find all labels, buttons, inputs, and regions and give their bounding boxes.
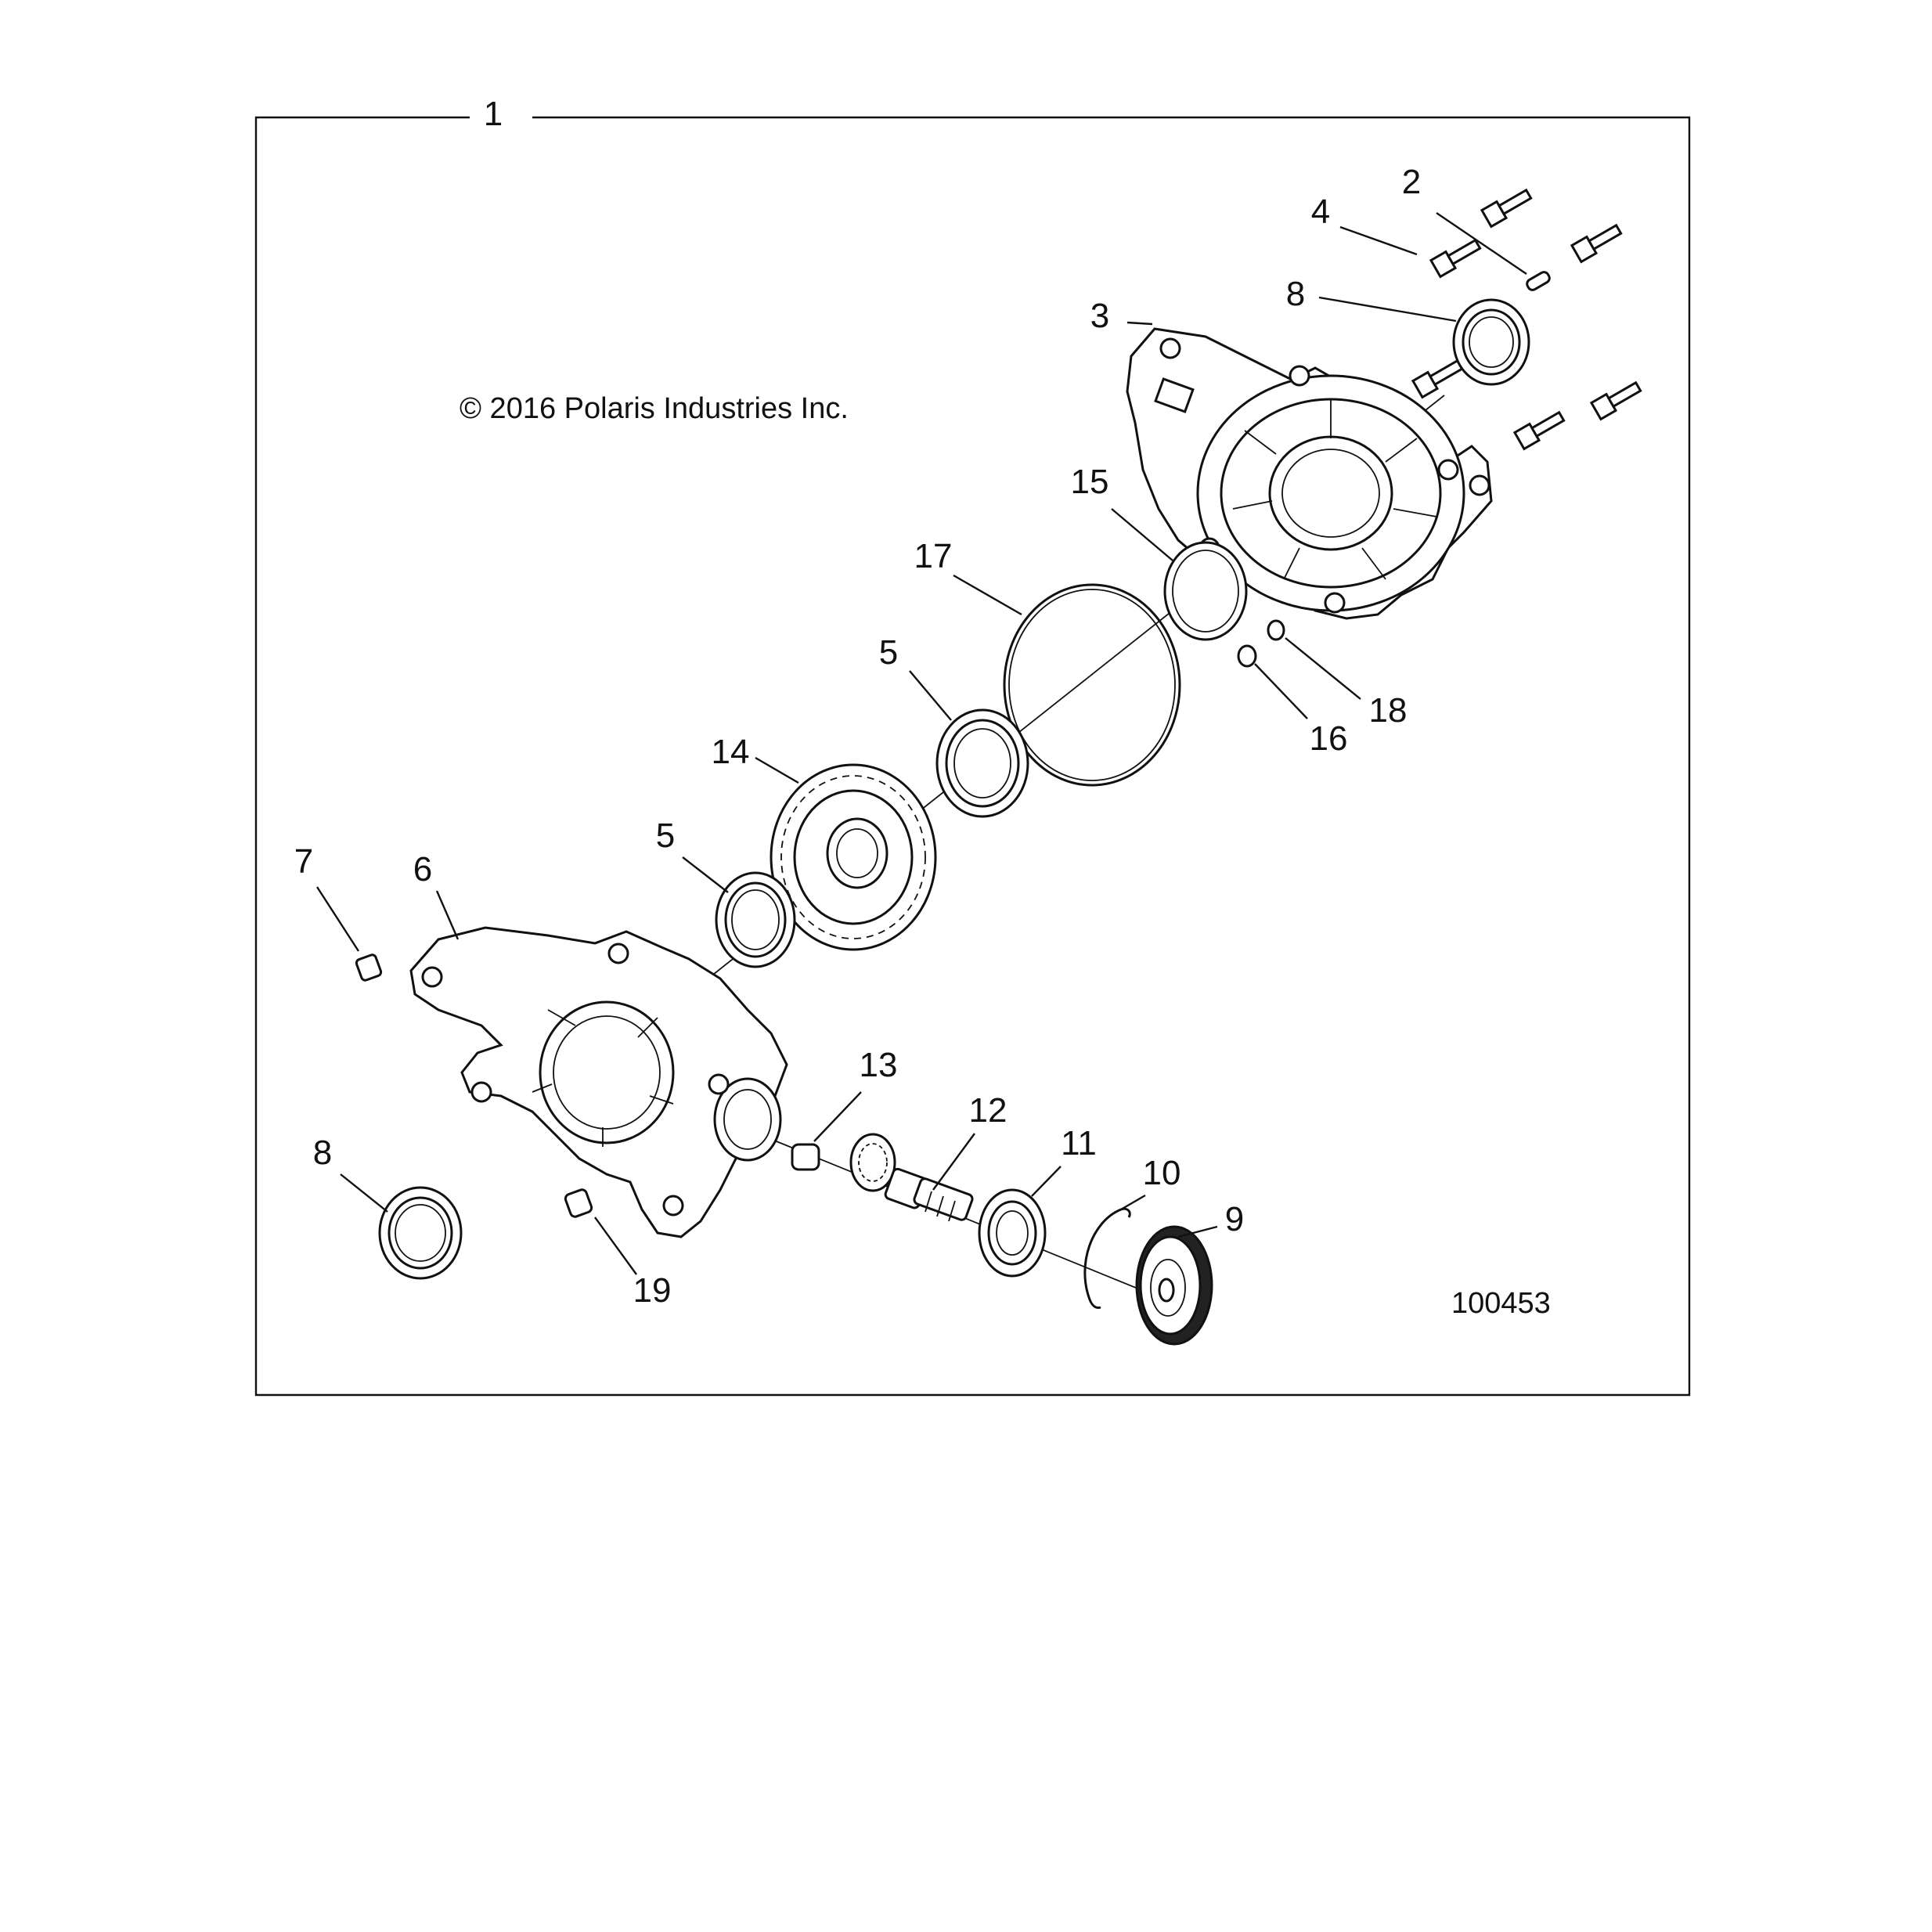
- callout-5-lower: 5: [656, 816, 675, 855]
- oil-seal-upper: [1452, 298, 1530, 386]
- leader-3: [1126, 321, 1153, 326]
- leader-9: [1177, 1225, 1218, 1238]
- callout-4: 4: [1311, 193, 1330, 231]
- callout-1: 1: [484, 95, 503, 133]
- leader-8-lower: [340, 1173, 388, 1213]
- o-ring-large: [1003, 583, 1181, 787]
- leader-4: [1339, 225, 1418, 256]
- callout-10: 10: [1143, 1154, 1181, 1192]
- callout-19: 19: [633, 1271, 672, 1310]
- leader-15: [1111, 508, 1173, 561]
- ring-gear: [770, 763, 937, 951]
- callout-9: 9: [1225, 1200, 1244, 1238]
- plug-7: [355, 953, 383, 982]
- leader-16: [1254, 663, 1308, 719]
- leader-6: [435, 890, 460, 940]
- gear-case-housing: [409, 926, 788, 1238]
- figure-number: 100453: [1451, 1287, 1551, 1320]
- leader-7: [315, 886, 360, 952]
- callout-5-upper: 5: [879, 633, 898, 672]
- callout-17: 17: [914, 537, 953, 575]
- leader-11: [1031, 1166, 1062, 1197]
- leader-12: [932, 1133, 975, 1191]
- bearing-upper: [935, 708, 1029, 818]
- callout-14: 14: [712, 733, 750, 771]
- callout-18: 18: [1369, 691, 1408, 730]
- pinion-bearing: [978, 1188, 1047, 1278]
- callout-3: 3: [1090, 297, 1109, 335]
- leader-10: [1120, 1194, 1146, 1211]
- plug-19: [564, 1188, 593, 1218]
- leader-18: [1285, 637, 1361, 700]
- callout-6: 6: [413, 850, 432, 889]
- dowel-pin: [1526, 271, 1551, 291]
- callout-7: 7: [294, 842, 313, 881]
- leader-8-upper: [1318, 296, 1457, 323]
- callout-12: 12: [969, 1091, 1007, 1130]
- callout-13: 13: [860, 1046, 898, 1084]
- callout-16: 16: [1310, 719, 1348, 758]
- shim-ring: [1163, 541, 1248, 641]
- bearing-lower: [715, 871, 796, 968]
- callout-2: 2: [1402, 163, 1421, 201]
- assembly-frame: [254, 116, 1691, 1397]
- leader-5-upper: [909, 670, 952, 721]
- leader-14: [755, 756, 799, 784]
- leader-2: [1436, 212, 1527, 275]
- callout-8-upper: 8: [1286, 275, 1305, 313]
- leader-5-lower: [682, 856, 729, 893]
- output-seal: [1135, 1225, 1213, 1346]
- leader-17: [953, 574, 1022, 616]
- bolt-set: [1411, 188, 1642, 451]
- pinion-shaft: [849, 1133, 974, 1222]
- snap-ring: [1083, 1207, 1131, 1309]
- callout-11: 11: [1061, 1124, 1097, 1162]
- copyright-text: © 2016 Polaris Industries Inc.: [460, 392, 849, 425]
- oil-seal-lower: [378, 1186, 463, 1280]
- leader-19: [594, 1217, 637, 1275]
- bushing-13: [791, 1143, 820, 1171]
- leader-13: [813, 1091, 862, 1142]
- callout-15: 15: [1071, 463, 1109, 501]
- callout-8-lower: 8: [313, 1134, 332, 1172]
- plug-18: [1267, 619, 1285, 641]
- plug-16: [1237, 644, 1257, 668]
